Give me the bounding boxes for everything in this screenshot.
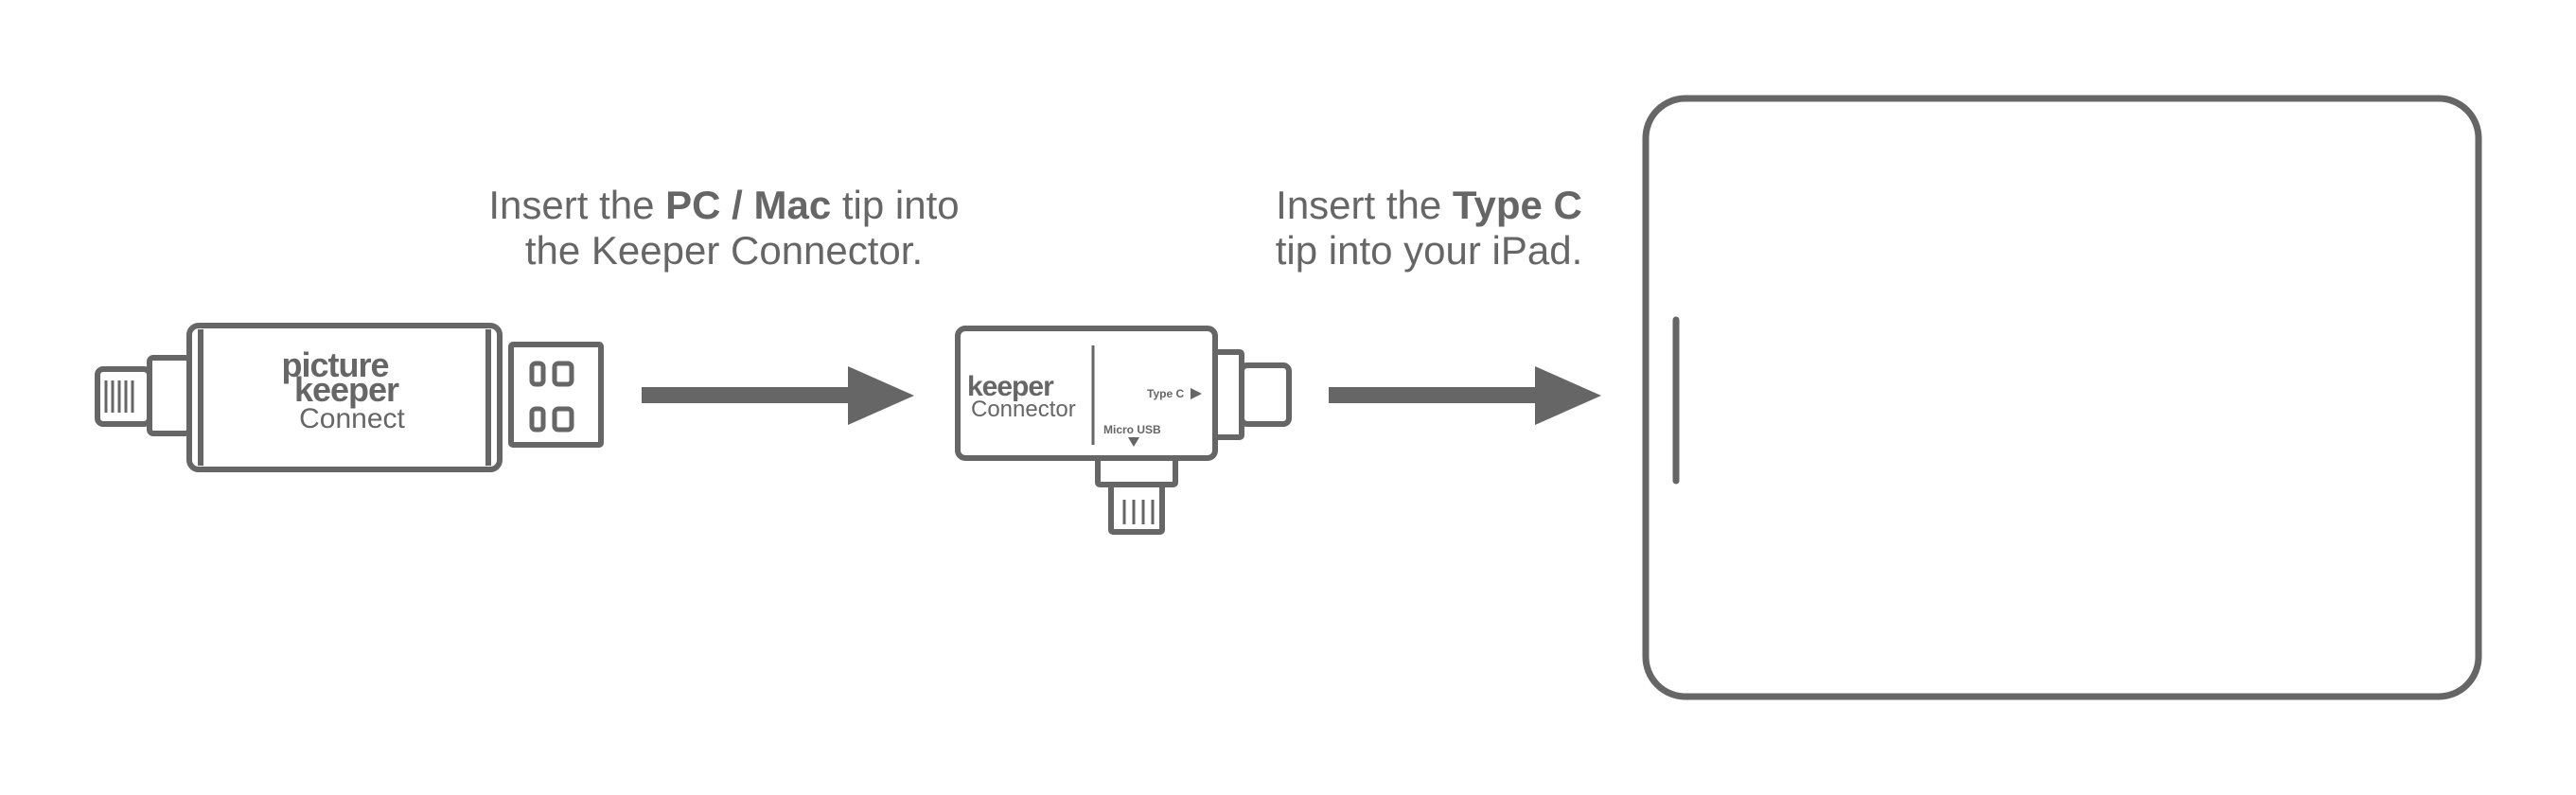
svg-text:Connector: Connector — [971, 397, 1076, 422]
svg-text:picture: picture — [281, 345, 388, 384]
type-c-label: Type C — [1147, 387, 1184, 400]
triangle-right-icon — [1191, 388, 1202, 399]
picture-keeper-connect-device — [95, 323, 604, 472]
instruction-line-2: tip into your iPad. — [1275, 228, 1583, 273]
type-c-tip — [1212, 349, 1244, 440]
lightning-tip — [95, 366, 152, 427]
instruction-line-1: Insert the Type C — [1276, 183, 1582, 227]
usb-a-tip — [508, 342, 604, 448]
instruction-step-1: Insert the PC / Mac tip into the Keeper … — [397, 183, 1050, 274]
instruction-line-1: Insert the PC / Mac tip into — [488, 183, 960, 227]
arrow-right-icon — [642, 366, 914, 425]
picture-keeper-connect-logo: picture keeper Connect — [281, 345, 405, 434]
svg-text:keeper: keeper — [294, 370, 399, 409]
keeper-connector-logo: keeper Connector — [967, 371, 1076, 422]
arrow-right-icon — [1329, 366, 1601, 425]
ipad-frame — [1642, 95, 2482, 700]
micro-usb-tip — [1095, 455, 1178, 535]
svg-text:Connect: Connect — [299, 403, 405, 434]
ipad-device — [1642, 95, 2482, 700]
keeper-connector-device — [955, 326, 1292, 535]
device-body — [186, 323, 503, 472]
micro-usb-label: Micro USB — [1103, 423, 1161, 436]
svg-text:keeper: keeper — [967, 371, 1054, 402]
instruction-step-2: Insert the Type C tip into your iPad. — [1183, 183, 1675, 274]
instruction-line-2: the Keeper Connector. — [524, 228, 924, 273]
triangle-down-icon — [1128, 437, 1139, 447]
